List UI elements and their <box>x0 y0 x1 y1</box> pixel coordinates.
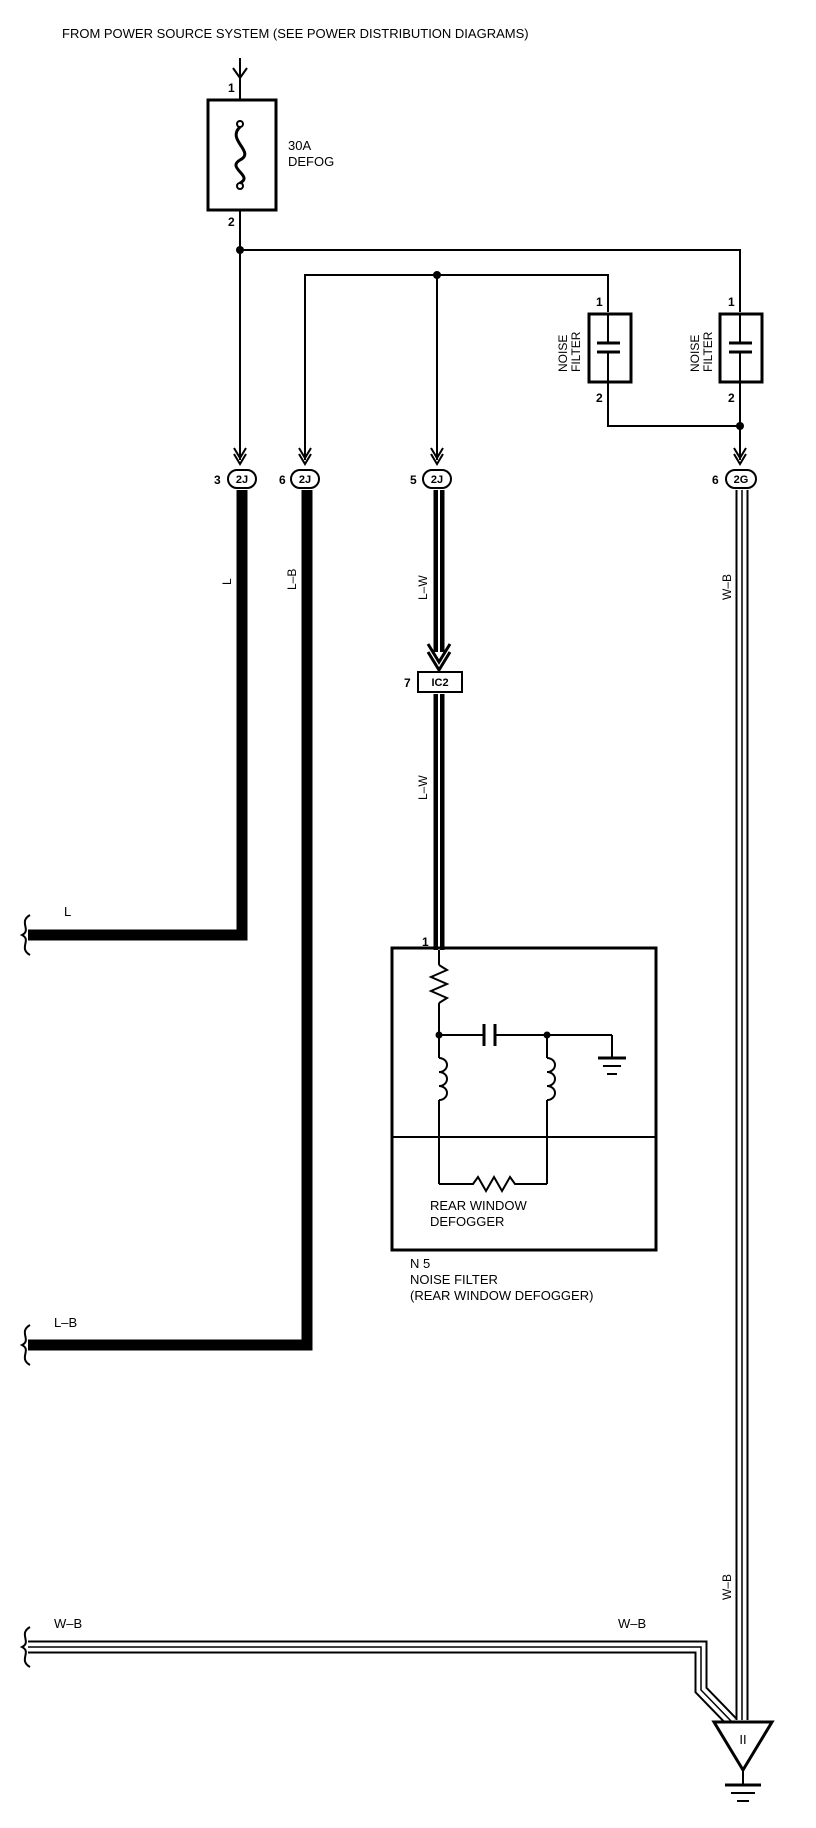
connector-c2: 2J <box>290 469 320 489</box>
defogger-pin: 1 <box>422 935 429 949</box>
wire-l-left-label: L <box>64 904 71 919</box>
defogger-component-name: NOISE FILTER <box>410 1272 498 1287</box>
noise-filter-a-label-2: FILTER <box>569 331 583 372</box>
connector-c5-pin: 7 <box>404 676 411 690</box>
inductor-icon <box>438 1057 448 1101</box>
wire-wb-upper-label: W–B <box>720 574 734 600</box>
connector-c3-code: 2J <box>431 474 443 486</box>
noise-filter-b-label-1: NOISE <box>688 335 702 372</box>
connector-c3: 2J <box>422 469 452 489</box>
lw-arrow-icon-2 <box>426 651 452 673</box>
defogger-junction <box>435 1031 443 1039</box>
fuse-name: DEFOG <box>288 154 334 169</box>
ground-marker-label: II <box>739 1732 746 1747</box>
wire-lw-upper-label: L–W <box>416 575 430 600</box>
noise-filter-b-label-2: FILTER <box>701 331 715 372</box>
wire-wb-horizontal <box>28 1640 737 1727</box>
connector-c4-pin: 6 <box>712 473 719 487</box>
fuse-rating: 30A <box>288 138 311 153</box>
fuse-element-icon <box>234 125 247 185</box>
filter-a-output-wire <box>607 382 742 427</box>
inductor-icon <box>546 1057 556 1101</box>
lw-arrow-icon <box>426 643 452 665</box>
connector-c5: IC2 <box>417 671 463 693</box>
connector-c1-code: 2J <box>236 474 248 486</box>
wire-wb-bottom-label: W–B <box>618 1616 646 1631</box>
wire-lb-label: L–B <box>285 569 299 590</box>
defogger-component-id: N 5 <box>410 1256 430 1271</box>
wire-break-icon <box>19 1324 31 1366</box>
connector-c5-code: IC2 <box>431 677 448 689</box>
power-input-arrow <box>232 67 248 80</box>
connector-c2-code: 2J <box>299 474 311 486</box>
noise-filter-a-pin-bottom: 2 <box>596 391 603 405</box>
connector-c3-pin: 5 <box>410 473 417 487</box>
power-source-label: FROM POWER SOURCE SYSTEM (SEE POWER DIST… <box>62 26 529 41</box>
filter-splice <box>736 422 744 430</box>
connector-c2-pin: 6 <box>279 473 286 487</box>
defogger-component-sub: (REAR WINDOW DEFOGGER) <box>410 1288 593 1303</box>
ground-point: II <box>711 1720 775 1802</box>
wire-wb-lower-label: W–B <box>720 1574 734 1600</box>
noise-filter-b-pin-bottom: 2 <box>728 391 735 405</box>
wire-wb-left-label: W–B <box>54 1616 82 1631</box>
defogger-circuit <box>428 950 626 1194</box>
noise-filter-a-label-1: NOISE <box>556 335 570 372</box>
fuse-pin-out: 2 <box>228 215 235 229</box>
defogger-element-label-2: DEFOGGER <box>430 1214 504 1229</box>
wire-break-icon <box>19 914 31 956</box>
rear-window-defogger-box <box>390 946 658 1252</box>
fuse-pin-in: 1 <box>228 81 235 95</box>
wire-lw-lower-label: L–W <box>416 775 430 800</box>
second-bus-wire <box>304 274 609 460</box>
defogger-element-icon <box>439 1174 547 1194</box>
wire-l <box>28 490 248 941</box>
wire-lb <box>28 490 313 1351</box>
wire-l-label: L <box>220 578 234 585</box>
noise-filter-b <box>718 312 764 384</box>
wire-break-icon <box>19 1626 31 1668</box>
connector-arrows <box>233 447 747 466</box>
wire-lb-left-label: L–B <box>54 1315 77 1330</box>
top-bus-wire <box>240 249 741 312</box>
resistor-icon <box>428 964 450 1004</box>
connector-c1: 2J <box>227 469 257 489</box>
connector-c1-pin: 3 <box>214 473 221 487</box>
noise-filter-a-pin-top: 1 <box>596 295 603 309</box>
noise-filter-b-pin-top: 1 <box>728 295 735 309</box>
defogger-junction <box>543 1031 551 1039</box>
connector-c4: 2G <box>725 469 757 489</box>
connector-c4-code: 2G <box>734 474 749 486</box>
noise-filter-a <box>587 312 633 384</box>
defogger-element-label-1: REAR WINDOW <box>430 1198 528 1213</box>
fuse-defog <box>206 98 278 212</box>
